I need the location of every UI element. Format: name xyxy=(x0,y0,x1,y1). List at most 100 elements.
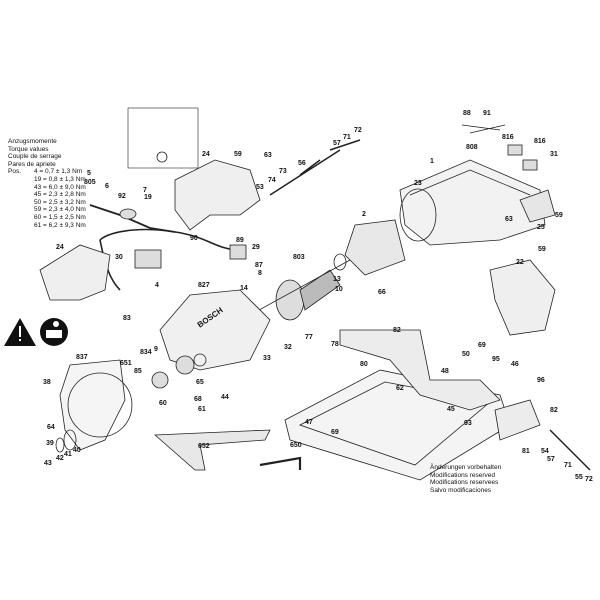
notice-line: Modifications reservees xyxy=(430,479,499,487)
part-number-label: 38 xyxy=(43,379,51,386)
part-number-label: 41 xyxy=(64,451,72,458)
part-number-label: 73 xyxy=(279,168,287,175)
upper-blade-guard xyxy=(159,289,271,371)
part-number-label: 31 xyxy=(550,151,558,158)
parallel-guide xyxy=(153,429,271,471)
torque-value: 4 = 0,7 ± 1,3 Nm xyxy=(34,168,83,176)
torque-value: 60 = 1,5 ± 2,5 Nm xyxy=(34,213,86,221)
torque-heading: Torque values xyxy=(8,145,49,153)
part-number-label: 59 xyxy=(234,151,242,158)
part-number-label: 43 xyxy=(44,460,52,467)
part-number-label: 69 xyxy=(478,342,486,349)
part-number-label: 91 xyxy=(483,110,491,117)
torque-heading: Anzugsmomente xyxy=(8,138,57,145)
part-number-label: 1 xyxy=(430,158,434,165)
part-number-label: 82 xyxy=(550,407,558,414)
hex-key xyxy=(259,456,302,470)
torque-value: 50 = 2,5 ± 3,2 Nm xyxy=(34,198,86,206)
part-number-label: 85 xyxy=(134,368,142,375)
part-number-label: 65 xyxy=(196,379,204,386)
part-number-label: 66 xyxy=(378,289,386,296)
part-number-label: 81 xyxy=(522,448,530,455)
part-number-label: 22 xyxy=(516,259,524,266)
part-number-label: 29 xyxy=(252,244,260,251)
part-number-label: 14 xyxy=(240,285,248,292)
part-number-label: 80 xyxy=(360,361,368,368)
part-number-label: 64 xyxy=(47,424,55,431)
part-number-label: 63 xyxy=(264,152,272,159)
part-number-label: 23 xyxy=(414,180,422,187)
part-number-label: 48 xyxy=(441,368,449,375)
torque-value: 45 = 2,3 ± 2,8 Nm xyxy=(34,191,86,199)
switch-wiring-diagram xyxy=(127,107,199,169)
end-cap xyxy=(519,189,556,223)
part-number-label: 39 xyxy=(46,440,54,447)
part-number-label: 83 xyxy=(123,315,131,322)
part-number-label: 25 xyxy=(537,224,545,231)
part-number-label: 827 xyxy=(198,282,210,289)
part-number-label: 30 xyxy=(115,254,123,261)
torque-value: 59 = 2,3 ± 4,0 Nm xyxy=(34,206,86,214)
part-number-label: 90 xyxy=(190,235,198,242)
part-number-label: 47 xyxy=(305,419,313,426)
part-number-label: 650 xyxy=(290,442,302,449)
part-number-label: 61 xyxy=(198,406,206,413)
part-number-label: 59 xyxy=(555,212,563,219)
part-number-label: 33 xyxy=(263,355,271,362)
part-number-label: 651 xyxy=(120,360,132,367)
lower-blade-guard xyxy=(59,359,126,451)
part-number-label: 89 xyxy=(236,237,244,244)
torque-heading: Couple de serrage xyxy=(8,153,62,161)
part-number-label: 77 xyxy=(305,334,313,341)
handle-housing xyxy=(174,159,261,231)
part-number-label: 44 xyxy=(221,394,229,401)
part-number-label: 78 xyxy=(331,341,339,348)
part-number-label: 5 xyxy=(87,170,91,177)
part-number-label: 60 xyxy=(159,400,167,407)
part-number-label: 6 xyxy=(105,183,109,190)
part-number-label: 803 xyxy=(293,254,305,261)
part-number-label: 88 xyxy=(463,110,471,117)
power-cable xyxy=(89,204,176,233)
torque-value: 43 = 6,0 ± 9,0 Nm xyxy=(34,183,86,191)
part-number-label: 59 xyxy=(538,246,546,253)
armature-fan xyxy=(275,279,305,321)
part-number-label: 10 xyxy=(335,286,343,293)
bevel-bracket xyxy=(339,329,501,411)
stator xyxy=(344,219,406,276)
part-number-label: 62 xyxy=(396,385,404,392)
part-number-label: 24 xyxy=(56,244,64,251)
part-number-label: 816 xyxy=(534,138,546,145)
part-number-label: 54 xyxy=(541,448,549,455)
part-number-label: 834 xyxy=(140,349,152,356)
part-number-label: 53 xyxy=(256,184,264,191)
part-number-label: 42 xyxy=(56,455,64,462)
part-number-label: 32 xyxy=(284,344,292,351)
notice-line: Modifications reserved xyxy=(430,471,496,479)
part-number-label: 24 xyxy=(202,151,210,158)
part-number-label: 82 xyxy=(393,327,401,334)
part-number-label: 7 xyxy=(143,187,147,194)
part-number-label: 74 xyxy=(268,177,276,184)
part-number-label: 57 xyxy=(547,456,555,463)
part-number-label: 805 xyxy=(84,179,96,186)
modifications-notice: Änderungen vorbehalten Modifications res… xyxy=(430,464,501,494)
part-number-label: 19 xyxy=(144,194,152,201)
part-number-label: 13 xyxy=(333,276,341,283)
part-number-label: 816 xyxy=(502,134,514,141)
fan-guard xyxy=(489,259,556,336)
part-number-label: 9 xyxy=(154,346,158,353)
saw-blade xyxy=(67,372,133,438)
notice-line: Salvo modificaciones xyxy=(430,486,492,494)
part-number-label: 96 xyxy=(537,377,545,384)
part-number-label: 72 xyxy=(354,127,362,134)
part-number-label: 46 xyxy=(511,361,519,368)
part-number-label: 63 xyxy=(505,216,513,223)
motor-housing xyxy=(399,159,546,246)
part-number-label: 87 xyxy=(255,262,263,269)
part-number-label: 92 xyxy=(118,193,126,200)
part-number-label: 69 xyxy=(331,429,339,436)
part-number-label: 72 xyxy=(585,476,593,483)
torque-value: 19 = 0,8 ± 1,3 Nm xyxy=(34,175,86,183)
